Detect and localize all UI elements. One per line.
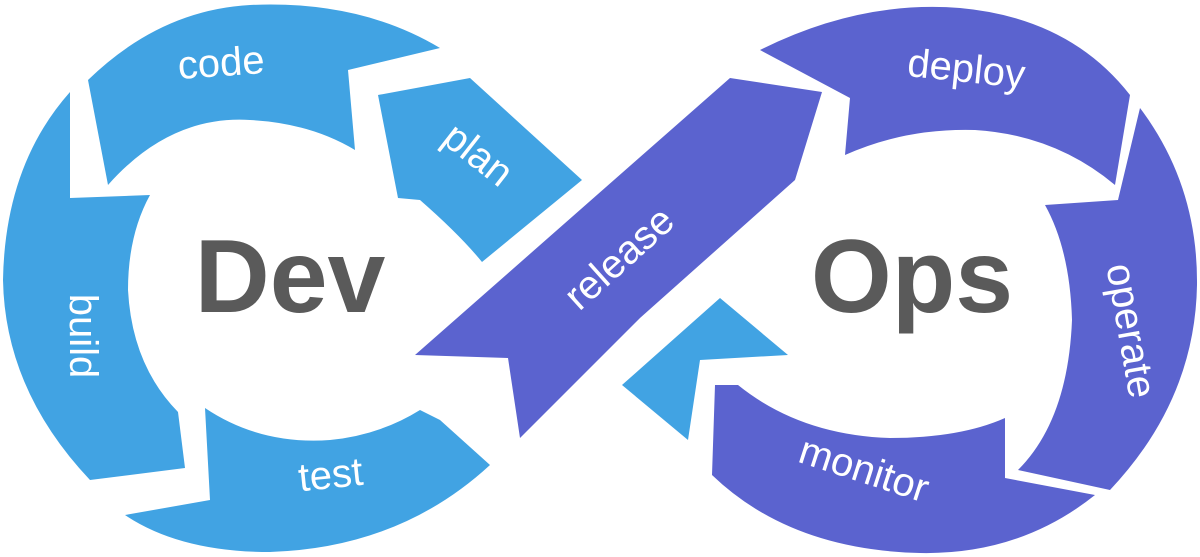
deploy-segment xyxy=(760,6,1130,186)
operate-segment xyxy=(1018,108,1198,490)
stage-label-build: build xyxy=(61,294,105,379)
ops-title: Ops xyxy=(811,219,1013,335)
return-arrow-segment xyxy=(622,298,788,440)
dev-title: Dev xyxy=(195,219,386,335)
monitor-segment xyxy=(712,385,1095,554)
build-segment xyxy=(3,92,185,480)
stage-label-test: test xyxy=(296,450,365,500)
release-segment xyxy=(415,78,822,438)
code-segment xyxy=(88,4,440,185)
plan-segment xyxy=(378,78,582,262)
stage-label-code: code xyxy=(176,38,266,88)
test-segment xyxy=(125,408,490,552)
